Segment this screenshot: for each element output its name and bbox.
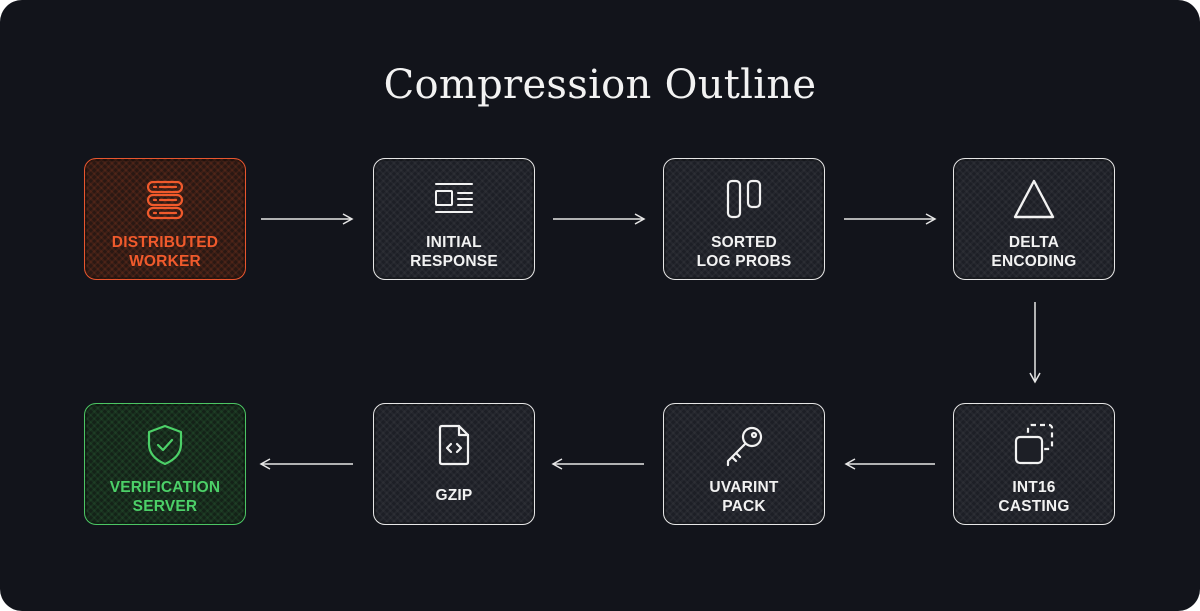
node-sorted-log-probs: SORTED LOG PROBS	[663, 158, 825, 280]
node-label: DISTRIBUTED WORKER	[111, 234, 219, 270]
node-distributed-worker: DISTRIBUTED WORKER	[84, 158, 246, 280]
resize-squares-icon	[1014, 423, 1054, 465]
server-stack-icon	[146, 180, 184, 220]
node-delta-encoding: DELTA ENCODING	[953, 158, 1115, 280]
document-layout-icon	[435, 183, 473, 213]
node-initial-response: INITIAL RESPONSE	[373, 158, 535, 280]
node-label: DELTA ENCODING	[991, 234, 1077, 270]
node-label: GZIP	[435, 487, 473, 504]
node-label: VERIFICATION SERVER	[109, 479, 221, 515]
node-label: INITIAL RESPONSE	[410, 234, 498, 270]
code-file-icon	[438, 424, 470, 466]
key-icon	[726, 426, 763, 467]
node-label: INT16 CASTING	[998, 479, 1070, 515]
triangle-delta-icon	[1013, 179, 1055, 219]
node-uvarint-pack: UVARINT PACK	[663, 403, 825, 525]
node-label: UVARINT PACK	[709, 479, 779, 515]
diagram-title: Compression Outline	[383, 62, 817, 108]
node-label: SORTED LOG PROBS	[696, 234, 792, 270]
node-verification-server: VERIFICATION SERVER	[84, 403, 246, 525]
shield-check-icon	[147, 424, 183, 466]
node-gzip: GZIP	[373, 403, 535, 525]
bars-pause-icon	[726, 179, 762, 219]
node-int16-casting: INT16 CASTING	[953, 403, 1115, 525]
